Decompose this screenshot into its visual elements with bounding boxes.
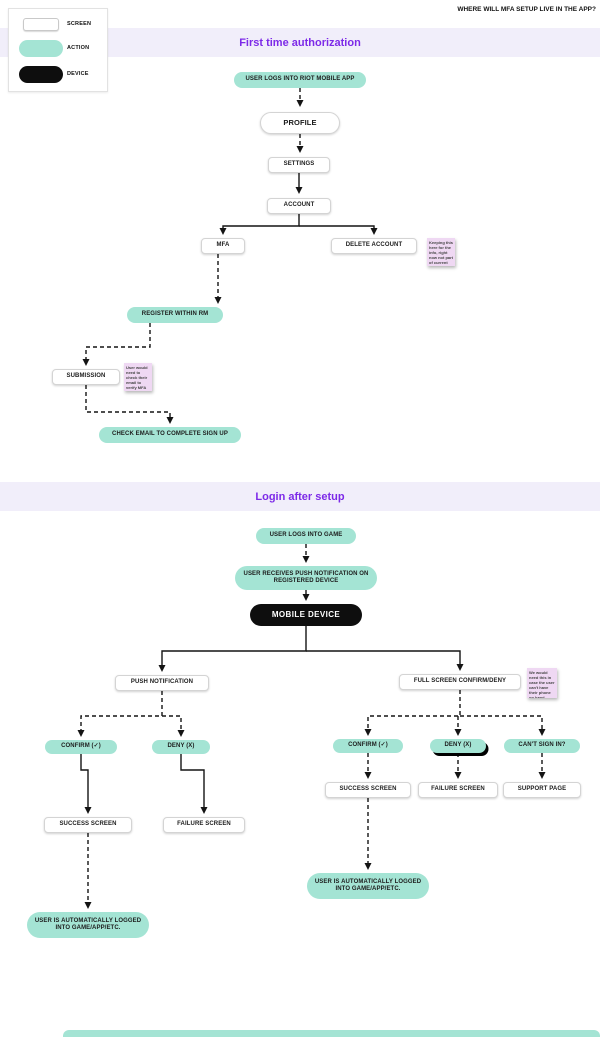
section1-title: First time authorization (239, 36, 361, 49)
legend: SCREEN ACTION DEVICE (8, 8, 108, 92)
cutoff-teal-shape (63, 1030, 600, 1037)
node-success-screen-right[interactable]: SUCCESS SCREEN (325, 782, 411, 798)
node-full-screen-confirm-deny[interactable]: FULL SCREEN CONFIRM/DENY (399, 674, 521, 690)
node-deny-left[interactable]: DENY (X) (152, 740, 210, 754)
legend-swatch-area (15, 17, 67, 31)
node-support-page[interactable]: SUPPORT PAGE (503, 782, 581, 798)
section2-banner: Login after setup (0, 482, 600, 511)
node-mobile-device[interactable]: MOBILE DEVICE (250, 604, 362, 626)
node-user-logs-into-game[interactable]: USER LOGS INTO GAME (256, 528, 356, 544)
node-check-email-to-complete-sign-up[interactable]: CHECK EMAIL TO COMPLETE SIGN UP (99, 427, 241, 443)
node-failure-screen-left[interactable]: FAILURE SCREEN (163, 817, 245, 833)
sticky-note-full-screen[interactable]: We would need this in case the user can'… (527, 668, 557, 698)
page-question: WHERE WILL MFA SETUP LIVE IN THE APP? (457, 6, 596, 13)
node-mfa[interactable]: MFA (201, 238, 245, 254)
screen-swatch (23, 17, 59, 31)
node-failure-screen-right[interactable]: FAILURE SCREEN (418, 782, 498, 798)
legend-label-action: ACTION (67, 45, 90, 51)
node-register-within-rm[interactable]: REGISTER WITHIN RM (127, 307, 223, 323)
legend-swatch-area (15, 65, 67, 83)
section2-title: Login after setup (255, 490, 345, 503)
node-delete-account[interactable]: DELETE ACCOUNT (331, 238, 417, 254)
node-settings[interactable]: SETTINGS (268, 157, 330, 173)
node-user-auto-logged-in-right[interactable]: USER IS AUTOMATICALLY LOGGED INTO GAME/A… (307, 873, 429, 899)
node-submission[interactable]: SUBMISSION (52, 369, 120, 385)
device-swatch (19, 65, 63, 83)
legend-row-action: ACTION (15, 39, 101, 57)
node-user-auto-logged-in-left[interactable]: USER IS AUTOMATICALLY LOGGED INTO GAME/A… (27, 912, 149, 938)
legend-row-screen: SCREEN (15, 17, 101, 31)
node-user-receives-push-notification[interactable]: USER RECEIVES PUSH NOTIFICATION ON REGIS… (235, 566, 377, 590)
node-deny-right[interactable]: DENY (X) (430, 739, 486, 753)
node-profile[interactable]: PROFILE (260, 112, 340, 134)
node-cant-sign-in[interactable]: CAN'T SIGN IN? (504, 739, 580, 753)
node-confirm-left[interactable]: CONFIRM (✓) (45, 740, 117, 754)
node-confirm-right[interactable]: CONFIRM (✓) (333, 739, 403, 753)
legend-label-screen: SCREEN (67, 21, 92, 27)
legend-swatch-area (15, 39, 67, 57)
node-success-screen-left[interactable]: SUCCESS SCREEN (44, 817, 132, 833)
node-push-notification[interactable]: PUSH NOTIFICATION (115, 675, 209, 691)
action-swatch (19, 39, 63, 57)
sticky-note-submission[interactable]: User would need to check their email to … (124, 363, 152, 391)
node-user-logs-into-riot-mobile-app[interactable]: USER LOGS INTO RIOT MOBILE APP (234, 72, 366, 88)
node-account[interactable]: ACCOUNT (267, 198, 331, 214)
sticky-note-delete-account[interactable]: Keeping this here for the info, right no… (427, 238, 455, 266)
legend-row-device: DEVICE (15, 65, 101, 83)
legend-label-device: DEVICE (67, 71, 89, 77)
